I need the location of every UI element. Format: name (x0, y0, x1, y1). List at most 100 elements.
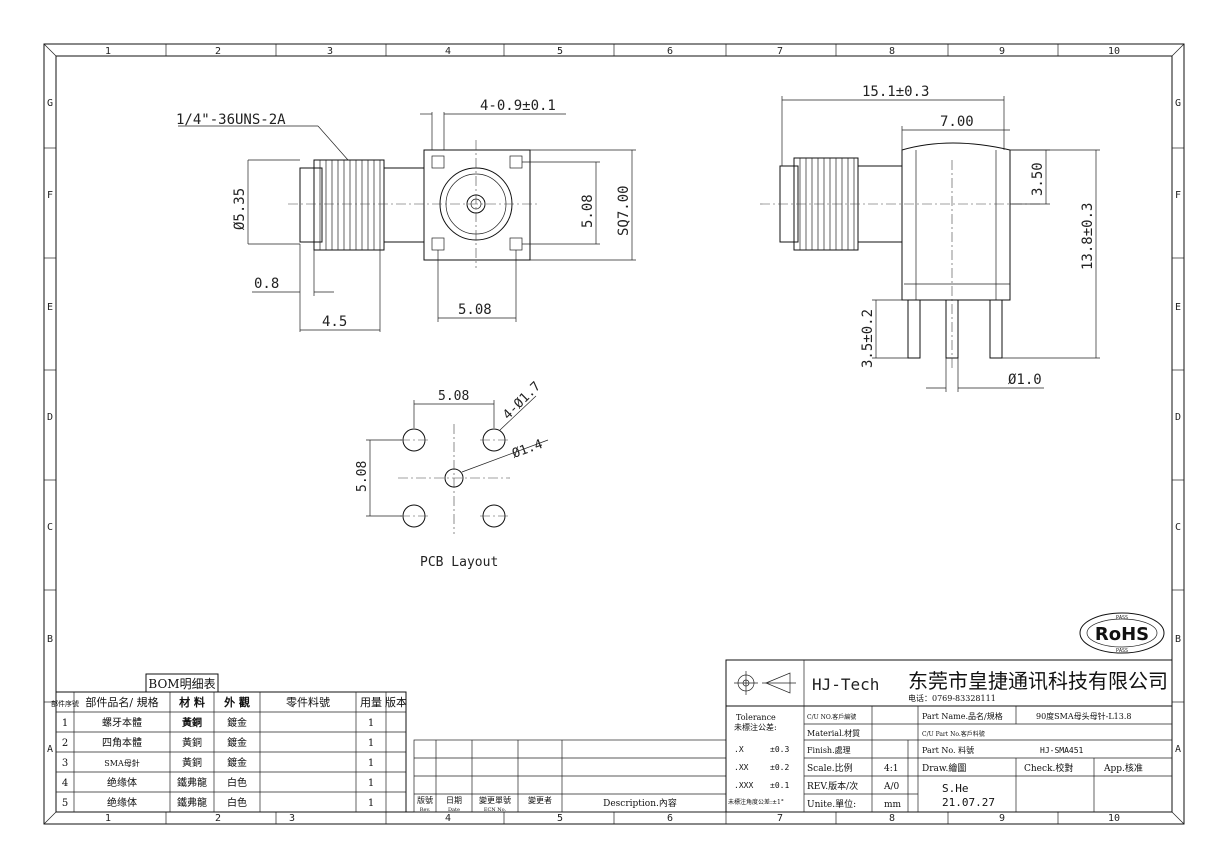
bom-header-material: 材 料 (179, 695, 205, 709)
scale-label: Scale.比例 (807, 762, 853, 774)
bom-header-qty: 用量 (360, 696, 382, 709)
col-label-5-bottom: 5 (557, 813, 563, 824)
rev-col-date: 日期 (446, 796, 462, 805)
row-label-e-right: E (1175, 302, 1181, 313)
col-label-5: 5 (557, 46, 563, 57)
bom-row-name: 螺牙本體 (102, 716, 142, 729)
rev-col-changer: 變更者 (528, 795, 552, 805)
front-view: 1/4"-36UNS-2A 4-0.9±0.1 Ø5.35 0.8 4.5 5.… (176, 98, 636, 332)
tol-x-value: ±0.3 (770, 745, 789, 754)
title-block: HJ-Tech 东莞市皇捷通讯科技有限公司 电话：0769-83328111 T… (725, 659, 1173, 813)
row-label-e: E (47, 302, 53, 313)
dim-7.00-label: 7.00 (940, 114, 974, 130)
diameter-label: Ø5.35 (232, 188, 248, 230)
bom-row-name: 四角本體 (102, 736, 142, 749)
row-label-f: F (47, 190, 53, 201)
col-label-2: 2 (215, 46, 221, 57)
dim-4.5-label: 4.5 (322, 314, 347, 330)
tolerance-sub: 未標注公差: (734, 722, 777, 732)
bom-row-name: 绝缘体 (107, 776, 137, 789)
rohs-label: RoHS (1095, 624, 1149, 645)
bom-row-material: 鐵弗龍 (177, 776, 207, 789)
bom-row-finish: 白色 (227, 796, 247, 809)
dim-3.50-label: 3.50 (1030, 162, 1046, 196)
rev-label: REV.版本/次 (807, 780, 858, 792)
dim-5.08-horizontal-label: 5.08 (458, 302, 492, 318)
pin-dim-label: 4-0.9±0.1 (480, 98, 556, 114)
bom-title: BOM明细表 (148, 677, 215, 691)
bom-row-material: 鐵弗龍 (177, 796, 207, 809)
dim-d1.0-label: Ø1.0 (1008, 372, 1042, 388)
row-label-g: G (47, 98, 53, 109)
dim-13.8-label: 13.8±0.3 (1080, 203, 1096, 270)
finish-label: Finish.處理 (807, 745, 851, 755)
dim-0.8-label: 0.8 (254, 276, 279, 292)
cu-no-label: C/U NO.客戶編號 (807, 713, 856, 721)
brand-label: HJ-Tech (812, 675, 879, 694)
col-label-1: 1 (105, 46, 111, 57)
bom-header-rev: 版本 (385, 695, 407, 709)
rev-col-description: Description.內容 (603, 797, 677, 809)
row-label-f-right: F (1175, 190, 1181, 201)
col-label-10-bottom: 10 (1108, 813, 1120, 824)
col-label-7: 7 (777, 46, 783, 57)
bom-row-qty: 1 (368, 718, 374, 729)
bom-row-qty: 1 (368, 738, 374, 749)
bom-row-qty: 1 (368, 758, 374, 769)
drawer-name: S.He (942, 782, 969, 795)
col-label-3: 3 (327, 46, 333, 57)
col-label-7-bottom: 7 (777, 813, 783, 824)
row-label-b: B (47, 634, 53, 645)
bom-row-material: 黃銅 (182, 716, 202, 729)
bom-table: BOM明细表 部件序號 部件品名/ 規格 材 料 外 觀 零件料號 用量 版本 … (51, 673, 407, 813)
pcb-hole-outer-label: 4-Ø1.7 (500, 379, 544, 423)
rohs-pass-top: PASS (1116, 615, 1128, 621)
bom-header-finish: 外 觀 (223, 695, 250, 709)
bom-row-name: 绝缘体 (107, 796, 137, 809)
company-name: 东莞市皇捷通讯科技有限公司 (908, 669, 1168, 693)
col-label-4-bottom: 4 (445, 813, 451, 824)
row-label-c: C (47, 522, 53, 533)
part-no-label: Part No. 料號 (922, 745, 974, 755)
material-label: Material.材質 (807, 728, 860, 738)
rev-value: A/0 (883, 782, 900, 792)
tol-angle: 未標注角度公差:±1° (728, 798, 784, 806)
tol-x: .X (734, 745, 744, 754)
rev-col-ecn-en: ECN No. (484, 807, 507, 813)
row-label-g-right: G (1175, 98, 1181, 109)
rev-col-date-en: Date (448, 807, 460, 813)
row-label-a: A (47, 744, 53, 755)
col-label-6-bottom: 6 (667, 813, 673, 824)
bom-row-material: 黃銅 (182, 736, 202, 749)
bom-row-finish: 鍍金 (227, 736, 247, 749)
check-label: Check.校對 (1024, 762, 1073, 774)
tol-xx-value: ±0.2 (770, 763, 789, 772)
bom-row-no: 1 (62, 718, 68, 729)
bom-header-no: 部件序號 (51, 699, 79, 708)
bom-row-no: 5 (62, 798, 68, 809)
row-label-c-right: C (1175, 522, 1181, 533)
rev-col-no-en: Rev. (420, 807, 431, 813)
outer-border (43, 43, 1185, 825)
rohs-badge: RoHS PASS PASS (1079, 612, 1165, 654)
rohs-pass-bottom: PASS (1116, 648, 1128, 654)
unit-label: Unite.單位: (807, 798, 856, 810)
bom-header-part: 零件料號 (286, 695, 330, 709)
drawing-date: 21.07.27 (942, 796, 995, 809)
tolerance-title: Tolerance (736, 713, 776, 722)
pcb-layout-caption: PCB Layout (420, 555, 498, 570)
tol-xx: .XX (734, 763, 749, 772)
bom-row-finish: 鍍金 (227, 716, 247, 729)
col-label-1-bottom: 1 (105, 813, 111, 824)
row-label-d: D (47, 412, 53, 423)
rev-col-no: 版號 (417, 795, 433, 805)
projection-symbol-icon (734, 671, 796, 695)
thread-spec-label: 1/4"-36UNS-2A (176, 112, 286, 128)
row-label-a-right: A (1175, 744, 1181, 755)
unit-value: mm (884, 800, 902, 810)
col-label-6: 6 (667, 46, 673, 57)
dim-5.08-vertical-label: 5.08 (580, 194, 596, 228)
col-label-8-bottom: 8 (889, 813, 895, 824)
dim-15.1-label: 15.1±0.3 (862, 84, 929, 100)
pcb-layout: 5.08 5.08 4-Ø1.7 Ø1.4 PCB Layout (355, 379, 549, 570)
